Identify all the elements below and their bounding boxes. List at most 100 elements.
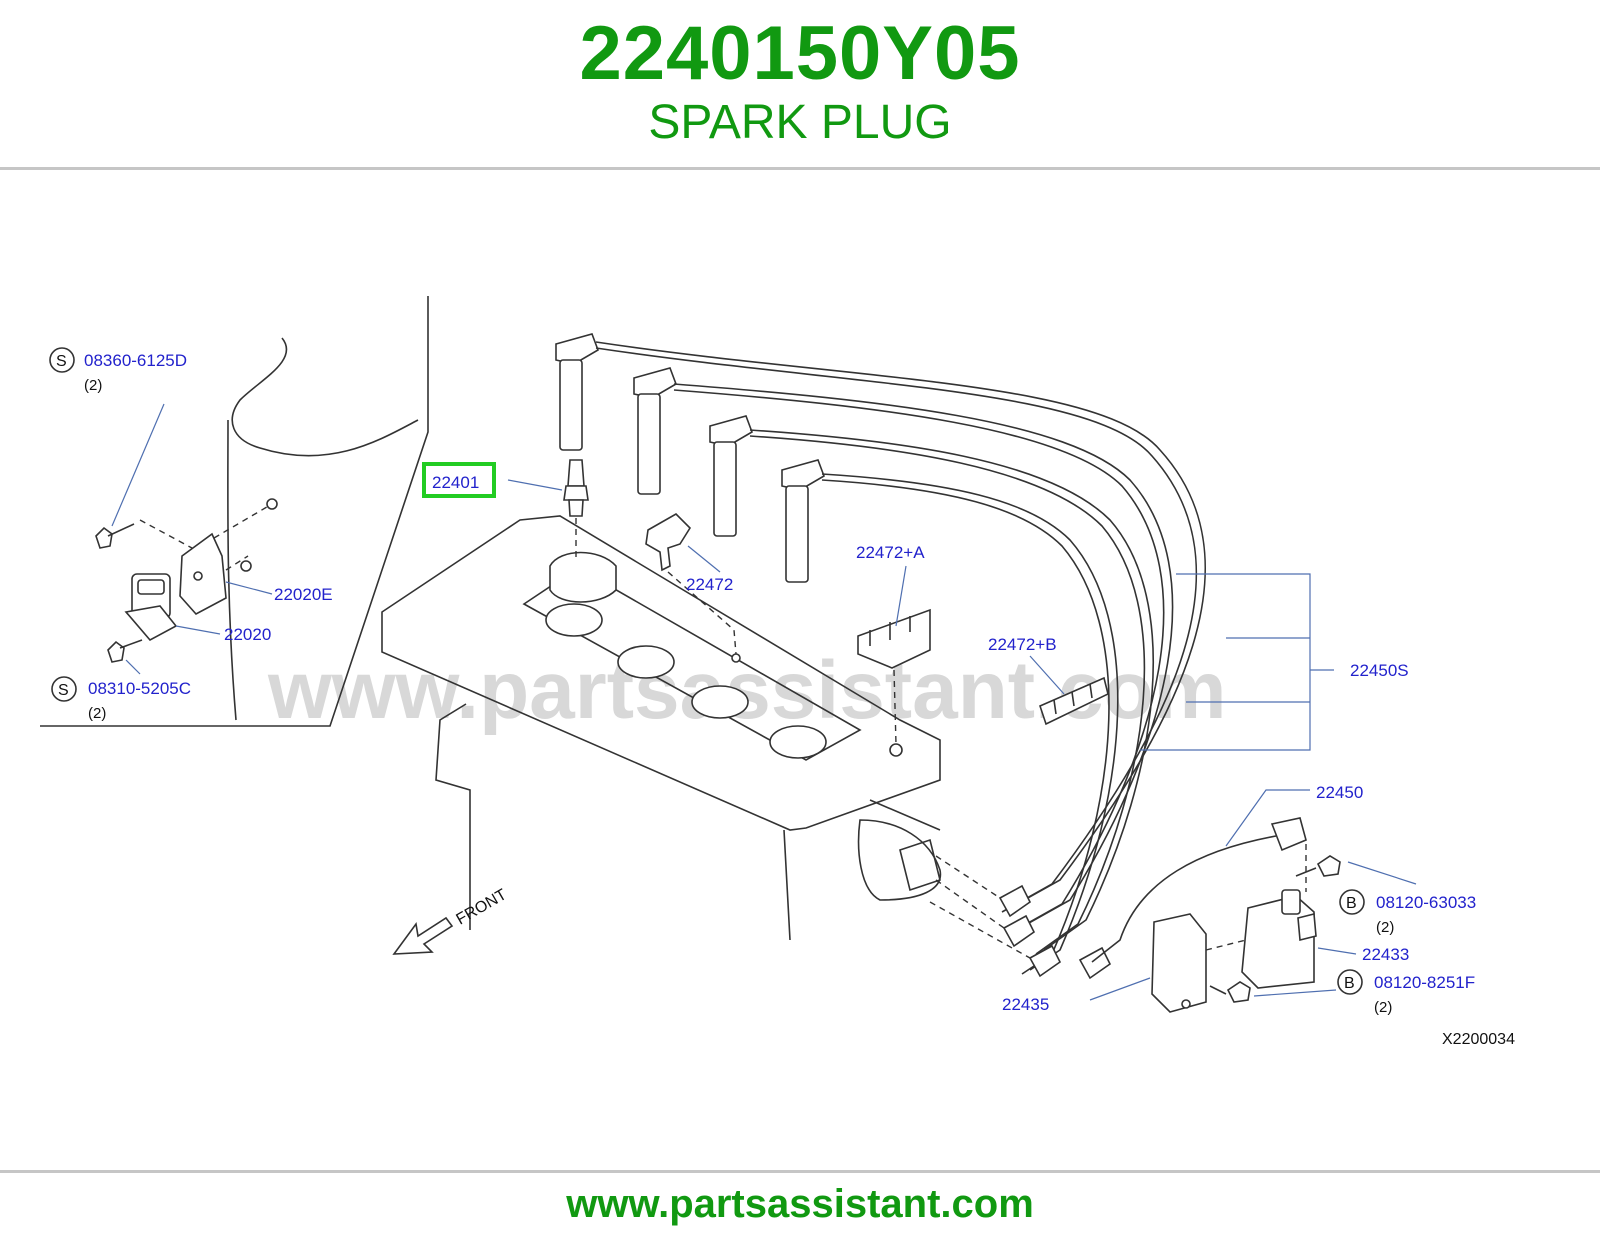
header-divider [0,167,1600,170]
leader-08360-6125d [111,403,165,527]
cable-3-b [749,435,1146,955]
s-mark-2-text: S [58,682,69,699]
watermark-text: www.partsassistant.com [267,645,1227,736]
plug-boot-2 [633,367,677,495]
clamp-mount-hole [889,743,903,757]
s-mark-1 [49,347,75,373]
plug-hole-4 [769,725,827,759]
leader-22472b [1029,655,1065,695]
leader-08120-8251f [1253,989,1337,997]
front-text: FRONT [454,886,510,928]
leader-22472a [895,565,907,627]
leader-08310-5205c [125,659,141,675]
leader-22433 [1317,947,1357,955]
leader-22435 [1089,977,1151,1001]
plug-boot-3 [709,415,753,537]
qty-08120-8251f: (2) [1374,999,1392,1016]
qty-08360-6125d: (2) [84,377,102,394]
leader-22450 [1225,789,1310,847]
plug-hole-2 [617,645,675,679]
qty-08310-5205c: (2) [88,705,106,722]
inset-dashed-guides [139,503,273,571]
footer-divider [0,1170,1600,1173]
sensor-connector [137,579,165,595]
label-22435[interactable]: 22435 [1002,995,1049,1014]
spark-plug-hex [563,485,589,501]
label-22433[interactable]: 22433 [1362,945,1409,964]
label-22450s[interactable]: 22450S [1350,661,1409,680]
label-08120-63033[interactable]: 08120-63033 [1376,893,1476,912]
spark-plug-thread [568,499,584,517]
cable-1-b [595,347,1198,913]
coil-connector [1297,912,1317,942]
cable-2 [673,383,1174,929]
label-22450[interactable]: 22450 [1316,783,1363,802]
cable-2-b [673,389,1165,933]
leader-22401 [507,479,563,491]
cable-end-2 [1002,914,1036,948]
part-number-title: 2240150Y05 [579,11,1021,96]
inset-engine-edge [227,419,237,721]
b-mark-2-text: B [1344,975,1355,992]
spark-plug-insulator [567,459,585,487]
coil-terminal [1281,889,1301,915]
cable-end-1 [998,884,1032,918]
cable-3 [749,429,1154,951]
leader-08120-63033 [1347,861,1417,885]
bolt-b1-head [1316,855,1341,877]
clamp-22472b-shape [1039,676,1109,726]
distributor-body [857,819,942,901]
b-mark-1-text: B [1346,895,1357,912]
inset-stud-2 [240,560,252,572]
leader-22472 [687,545,721,573]
footer-url[interactable]: www.partsassistant.com [566,1182,1034,1226]
leader-22020e [225,581,273,595]
diagram-code: X2200034 [1442,1031,1515,1048]
bracket-22020e-shape [179,532,227,616]
label-08360-6125d: 08360-6125D [84,351,187,370]
clamp-mount-hole-2 [731,653,741,663]
label-22472[interactable]: 22472 [686,575,733,594]
inset-engine-outline [231,337,419,457]
clamp-22472a-guide [893,669,897,745]
cable-end-4 [1078,946,1112,980]
b-mark-2 [1337,969,1363,995]
clamp-22472a-shape [857,608,931,669]
bolt-s2-shank [119,639,143,649]
label-22401[interactable]: 22401 [432,473,479,492]
part-name-subtitle: SPARK PLUG [648,96,952,149]
s-mark-1-text: S [56,353,67,370]
engine-block-lines [435,703,941,941]
inset-stud-1 [266,498,278,510]
plug-boot-1 [555,333,599,451]
bracket-hole [193,571,203,581]
plug-hole-3 [691,685,749,719]
page-header: 2240150Y05 SPARK PLUG [0,0,1600,168]
coil-22433-shape [1241,895,1315,989]
label-22472b[interactable]: 22472+B [988,635,1057,654]
label-08310-5205c: 08310-5205C [88,679,191,698]
label-22472a[interactable]: 22472+A [856,543,925,562]
coil-bracket-hole [1181,999,1191,1009]
label-08120-8251f[interactable]: 08120-8251F [1374,973,1475,992]
coil-bracket-22435-shape [1151,913,1207,1013]
b-mark-1 [1339,889,1365,915]
highlight-22401-box[interactable] [422,462,496,498]
clamp-22472-guide [667,571,737,655]
cable-4-b [821,479,1110,975]
label-22020e: 22020E [274,585,333,604]
qty-08120-63033: (2) [1376,919,1394,936]
cable-4 [821,473,1119,971]
s-mark-2 [51,676,77,702]
label-22020: 22020 [224,625,271,644]
bolt-s1-head [95,526,113,549]
bolt-s2-head [107,640,125,663]
plug-hole-1 [545,603,603,637]
plug-boot-socket [549,551,617,603]
cable-end-3 [1028,944,1062,978]
bolt-b2-head [1226,981,1251,1003]
leader-22020 [175,625,221,635]
cable-to-distributor-guides [929,855,1031,959]
engine-head-outline [381,515,941,831]
